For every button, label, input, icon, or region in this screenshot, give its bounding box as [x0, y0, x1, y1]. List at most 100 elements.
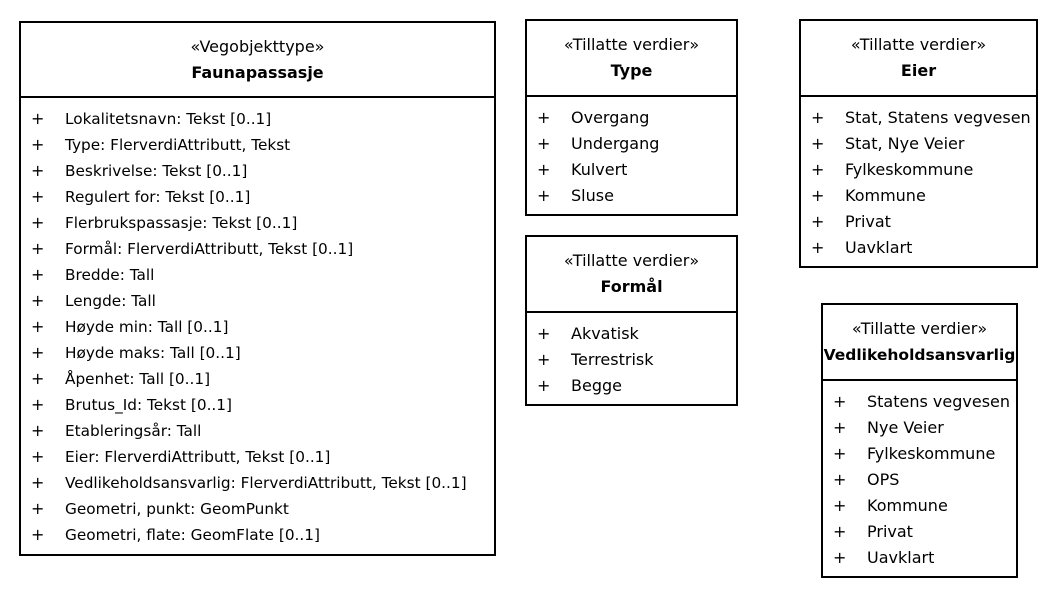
visibility-marker: + [811, 108, 825, 127]
enum-name: Vedlikeholdsansvarlig [823, 346, 1016, 364]
visibility-marker: + [31, 395, 45, 414]
visibility-marker: + [833, 470, 847, 489]
class-box-faunapassasje: «Vegobjekttype» Faunapassasje +Lokalitet… [19, 21, 496, 556]
attribute-row-label: Høyde maks: Tall [0..1] [65, 344, 241, 362]
visibility-marker: + [537, 134, 551, 153]
visibility-marker: + [31, 421, 45, 440]
enum-name: Eier [900, 61, 937, 80]
attribute-row: +Regulert for: Tekst [0..1] [21, 184, 494, 210]
visibility-marker: + [833, 418, 847, 437]
value-row: +Fylkeskommune [801, 157, 1036, 183]
attribute-row-label: Formål: FlerverdiAttributt, Tekst [0..1] [65, 240, 354, 258]
visibility-marker: + [833, 522, 847, 541]
value-row-label: Uavklart [845, 238, 913, 257]
value-row-label: Fylkeskommune [867, 444, 996, 463]
visibility-marker: + [537, 160, 551, 179]
attribute-row-label: Etableringsår: Tall [65, 422, 202, 440]
value-row-label: Sluse [571, 186, 614, 205]
enum-box-vedlikeholdsansvarlig: «Tillatte verdier» Vedlikeholdsansvarlig… [821, 303, 1018, 578]
visibility-marker: + [31, 369, 45, 388]
value-row-label: Terrestrisk [571, 350, 654, 369]
stereotype-label: «Tillatte verdier» [563, 251, 700, 270]
visibility-marker: + [537, 350, 551, 369]
visibility-marker: + [31, 239, 45, 258]
value-row: +Uavklart [823, 545, 1016, 571]
value-row-label: Begge [571, 376, 622, 395]
attribute-row: + Formål: FlerverdiAttributt, Tekst [0..1… [21, 236, 494, 262]
value-row: + Uavklart [801, 235, 1036, 261]
value-row: +Undergang [527, 131, 736, 157]
attribute-row-label: Eier: FlerverdiAttributt, Tekst [0..1] [65, 448, 331, 466]
value-row: +Sluse [527, 183, 736, 209]
attribute-row: +Beskrivelse: Tekst [0..1] [21, 158, 494, 184]
attribute-row-label: Flerbrukspassasje: Tekst [0..1] [65, 214, 298, 232]
enum-header: «Tillatte verdier» Type [527, 21, 736, 97]
value-row: + Akvatisk [527, 321, 736, 347]
visibility-marker: + [31, 343, 45, 362]
visibility-marker: + [811, 238, 825, 257]
attribute-row: +Bredde: Tall [21, 262, 494, 288]
attribute-row-label: Regulert for: Tekst [0..1] [65, 188, 251, 206]
attribute-row: + Geometri, flate: GeomFlate [0..1] [21, 522, 494, 548]
value-row: +OPS [823, 467, 1016, 493]
attribute-row: + Eier: FlerverdiAttributt, Tekst [0..1] [21, 444, 494, 470]
visibility-marker: + [31, 135, 45, 154]
attribute-row: + Etableringsår: Tall [21, 418, 494, 444]
enum-header: «Tillatte verdier» Eier [801, 21, 1036, 97]
attribute-row-label: Lengde: Tall [65, 292, 156, 310]
attribute-row: + Høyde maks: Tall [0..1] [21, 340, 494, 366]
visibility-marker: + [31, 473, 45, 492]
value-list: +Stat, Statens vegvesen+Stat, Nye Veier+… [801, 97, 1036, 261]
value-row-label: Privat [845, 212, 891, 231]
visibility-marker: + [31, 265, 45, 284]
attribute-row-label: Høyde min: Tall [0..1] [65, 318, 229, 336]
enum-header: «Tillatte verdier» Vedlikeholdsansvarlig [823, 305, 1016, 381]
visibility-marker: + [31, 317, 45, 336]
value-row-label: Kommune [867, 496, 948, 515]
visibility-marker: + [31, 213, 45, 232]
visibility-marker: + [31, 525, 45, 544]
value-row: +Privat [801, 209, 1036, 235]
value-row: + Kulvert [527, 157, 736, 183]
value-row-label: Statens vegvesen [867, 392, 1011, 411]
attribute-row-label: Geometri, flate: GeomFlate [0..1] [65, 526, 320, 544]
attribute-row: + Høyde min: Tall [0..1] [21, 314, 494, 340]
value-row: + Overgang [527, 105, 736, 131]
visibility-marker: + [31, 109, 45, 128]
value-row: +Kommune [823, 493, 1016, 519]
value-row: + Begge [527, 373, 736, 399]
class-header: «Vegobjekttype» Faunapassasje [21, 23, 494, 98]
visibility-marker: + [811, 160, 825, 179]
enum-name: Formål [600, 277, 663, 296]
stereotype-label: «Tillatte verdier» [851, 319, 988, 338]
enum-header: «Tillatte verdier» Formål [527, 237, 736, 313]
enum-box-formal: «Tillatte verdier» Formål + Akvatisk + Terr… [525, 235, 738, 406]
attribute-row-label: Type: FlerverdiAttributt, Tekst [65, 136, 291, 154]
visibility-marker: + [537, 108, 551, 127]
stereotype-label: «Tillatte verdier» [850, 35, 987, 54]
value-row-label: Kulvert [571, 160, 628, 179]
value-row-label: Overgang [571, 108, 650, 127]
enum-name: Type [610, 61, 653, 80]
attribute-row-label: Geometri, punkt: GeomPunkt [65, 500, 289, 518]
visibility-marker: + [31, 447, 45, 466]
value-list: + Akvatisk + Terrestrisk + Begge [527, 313, 736, 399]
value-row: + Terrestrisk [527, 347, 736, 373]
value-row-label: Nye Veier [867, 418, 944, 437]
attribute-row-label: Brutus_Id: Tekst [0..1] [65, 396, 232, 414]
visibility-marker: + [537, 324, 551, 343]
visibility-marker: + [811, 134, 825, 153]
attribute-row-label: Åpenhet: Tall [0..1] [65, 370, 211, 388]
value-row-label: Akvatisk [571, 324, 639, 343]
visibility-marker: + [833, 392, 847, 411]
visibility-marker: + [537, 376, 551, 395]
value-row: +Kommune [801, 183, 1036, 209]
enum-box-type: «Tillatte verdier» Type + Overgang +Underg… [525, 19, 738, 216]
attribute-list: +Lokalitetsnavn: Tekst [0..1]+Type: Fler… [21, 98, 494, 548]
value-row: +Stat, Statens vegvesen [801, 105, 1036, 131]
value-row-label: Stat, Nye Veier [845, 134, 965, 153]
visibility-marker: + [31, 161, 45, 180]
value-row: + Nye Veier [823, 415, 1016, 441]
visibility-marker: + [811, 186, 825, 205]
attribute-row: + Flerbrukspassasje: Tekst [0..1] [21, 210, 494, 236]
